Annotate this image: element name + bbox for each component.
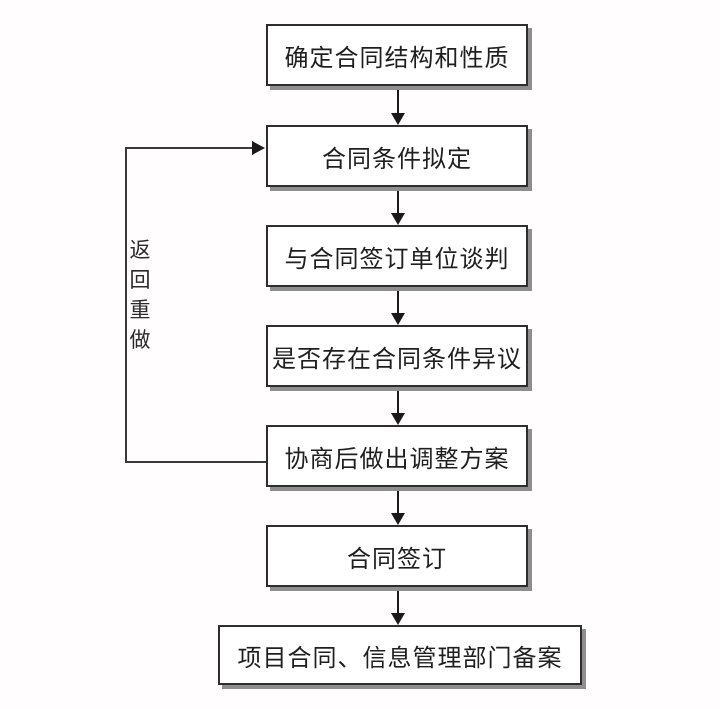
flow-node-negotiate-with-signer: 与合同签订单位谈判 [266, 225, 528, 287]
arrow-node5-node6 [391, 487, 405, 525]
flow-node-label: 确定合同结构和性质 [284, 45, 510, 72]
loop-label-char: 重 [129, 298, 151, 322]
arrow-node3-node4 [391, 287, 405, 325]
flow-node-label: 协商后做出调整方案 [284, 446, 510, 473]
loop-label-char: 回 [129, 268, 151, 292]
flow-node-label: 合同条件拟定 [322, 146, 472, 173]
flow-node-label: 与合同签订单位谈判 [284, 246, 510, 273]
arrow-node1-node2 [391, 87, 405, 125]
arrow-node4-node5 [391, 387, 405, 425]
flow-node-label: 是否存在合同条件异议 [272, 346, 522, 373]
arrow-node6-node7 [391, 587, 405, 625]
loop-label-char: 返 [129, 238, 151, 262]
flow-node-filing-departments: 项目合同、信息管理部门备案 [218, 625, 582, 685]
flow-node-label: 项目合同、信息管理部门备案 [237, 645, 563, 672]
flow-node-adjustment-plan: 协商后做出调整方案 [266, 425, 528, 487]
flow-node-label: 合同签订 [347, 546, 447, 573]
loop-back-label: 返 回 重 做 [128, 240, 152, 351]
flow-node-draft-conditions: 合同条件拟定 [266, 125, 528, 187]
flow-node-objection-check: 是否存在合同条件异议 [266, 325, 528, 387]
arrow-node2-node3 [391, 187, 405, 225]
loop-label-char: 做 [129, 328, 151, 352]
flow-node-confirm-structure: 确定合同结构和性质 [266, 24, 528, 86]
flow-node-sign-contract: 合同签订 [266, 525, 528, 587]
